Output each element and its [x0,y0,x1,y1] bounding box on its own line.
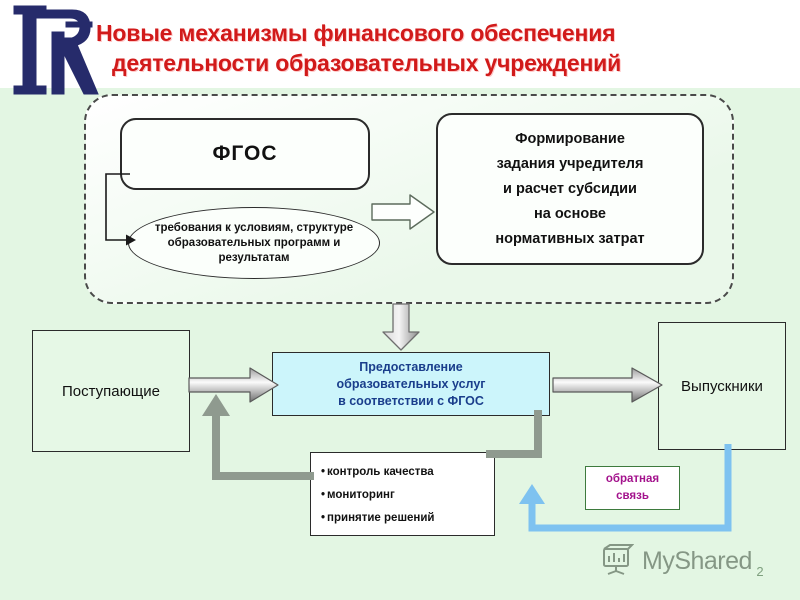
service-line-3: в соответствии с ФГОС [338,393,484,408]
feedback-line-1: обратная [605,473,660,485]
task-formation-box[interactable]: Формирование задания учредителя и расчет… [436,113,704,265]
list-item: принятие решений [321,507,494,530]
requirements-ellipse[interactable]: требования к условиям, структуре образов… [128,207,380,279]
entrants-to-service-arrow [188,366,280,404]
entrants-box-label: Поступающие [62,382,160,400]
monitoring-to-intake-connector [190,388,320,498]
task-line-1: Формирование [515,130,625,147]
task-line-4: на основе [534,205,606,222]
quality-control-list-box[interactable]: контроль качества мониторинг принятие ре… [310,452,495,536]
task-line-5: нормативных затрат [495,230,645,247]
feedback-box[interactable]: обратная связь [585,466,680,510]
page-title: Новые механизмы финансового обеспечения … [96,18,796,78]
page-title-line-2: деятельности образовательных учреждений [112,50,622,76]
myshared-watermark: MyShared [600,540,786,582]
service-line-2: образовательных услуг [336,376,486,391]
graduates-feedback-connector [510,440,750,550]
task-line-3: и расчет субсидии [503,180,637,197]
graduates-box-label: Выпускники [681,377,763,395]
fgos-to-requirements-connector [96,170,156,250]
standards-to-task-arrow [370,192,438,232]
task-formation-box-label: Формирование задания учредителя и расчет… [495,127,644,252]
list-item: мониторинг [321,484,494,507]
presentation-chart-icon [600,543,635,580]
page-number: 2 [756,564,764,579]
task-line-2: задания учредителя [496,155,644,172]
service-to-graduates-arrow [552,366,664,404]
fgos-box[interactable]: ФГОС [120,118,370,190]
myshared-watermark-text: MyShared [642,546,752,575]
educational-service-box-label: Предоставление образовательных услуг в с… [337,359,486,410]
service-line-1: Предоставление [359,359,463,374]
service-to-monitoring-connector [486,408,596,488]
graduates-box[interactable]: Выпускники [658,322,786,450]
header-band [0,0,800,88]
list-item: контроль качества [321,461,494,484]
task-to-service-arrow [380,302,422,352]
requirements-ellipse-label: требования к условиям, структуре образов… [154,221,354,264]
educational-service-box[interactable]: Предоставление образовательных услуг в с… [272,352,550,416]
institution-monogram-logo [6,2,110,98]
page-title-line-1: Новые механизмы финансового обеспечения [96,20,616,46]
entrants-box[interactable]: Поступающие [32,330,190,452]
feedback-line-2: связь [616,490,649,502]
fgos-box-label: ФГОС [212,142,278,165]
